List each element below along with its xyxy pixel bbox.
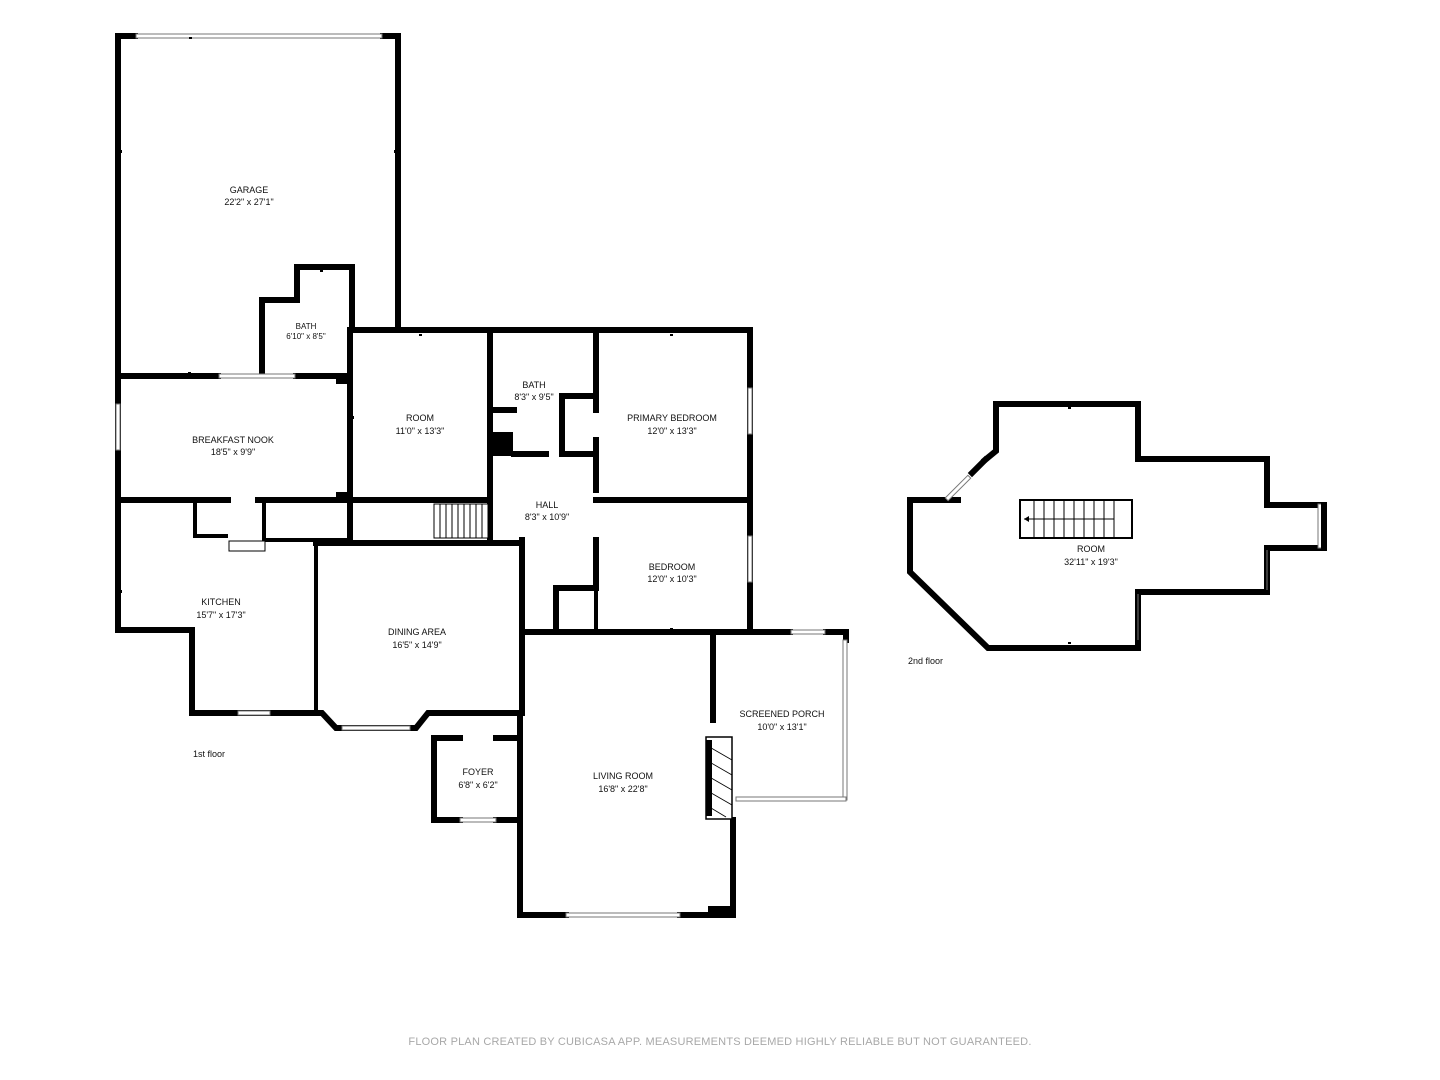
room-name-foyer: FOYER xyxy=(462,767,494,777)
kitchen-window xyxy=(237,710,271,716)
room-dims-primary-bedroom: 12'0" x 13'3" xyxy=(647,426,696,436)
garage-walls xyxy=(115,33,401,716)
room-dims-garage: 22'2" x 27'1" xyxy=(224,197,273,207)
second-floor-walls xyxy=(907,401,1327,651)
room-name-living-room: LIVING ROOM xyxy=(593,771,653,781)
room-dims-kitchen: 15'7" x 17'3" xyxy=(196,610,245,620)
foyer-walls xyxy=(431,735,523,823)
room-dims-hall: 8'3" x 10'9" xyxy=(525,512,569,522)
second-floor-stairs xyxy=(1019,499,1133,539)
porch-screen-right xyxy=(842,639,848,801)
room-name-hall: HALL xyxy=(536,500,559,510)
room-dims-foyer: 6'8" x 6'2" xyxy=(458,780,497,790)
nook-window xyxy=(115,403,121,451)
breakfast-nook-walls xyxy=(115,373,353,552)
bedroom-window xyxy=(747,535,753,583)
kitchen-dining-walls xyxy=(237,541,525,731)
room-dims-room: 11'0" x 13'3" xyxy=(396,426,445,436)
wall-tick-marks xyxy=(120,37,673,634)
room-dims-dining-area: 16'5" x 14'9" xyxy=(392,640,441,650)
porch-screen-bottom xyxy=(735,796,847,802)
foyer-door xyxy=(459,817,497,823)
room-dims-bath: 8'3" x 9'5" xyxy=(514,392,553,402)
room-name-primary-bedroom: PRIMARY BEDROOM xyxy=(627,413,717,423)
primary-bedroom-window xyxy=(747,387,753,435)
room-dims-garage-bath: 6'10" x 8'5" xyxy=(286,332,326,341)
room-dims-living-room: 16'8" x 22'8" xyxy=(598,784,647,794)
room-name-breakfast-nook: BREAKFAST NOOK xyxy=(192,435,274,445)
living-room-window xyxy=(565,912,681,918)
room-name-kitchen: KITCHEN xyxy=(201,597,241,607)
stairs-down xyxy=(433,503,489,539)
floor-label-2nd: 2nd floor xyxy=(908,656,943,666)
main-house-walls xyxy=(313,327,753,635)
room-name-dining-area: DINING AREA xyxy=(388,627,446,637)
room-dims-breakfast-nook: 18'5" x 9'9" xyxy=(211,447,255,457)
second-floor-labels: ROOM 32'11" x 19'3" 2nd floor xyxy=(908,544,1118,666)
garage-bath-walls xyxy=(259,264,355,377)
second-floor-plan: ROOM 32'11" x 19'3" 2nd floor xyxy=(907,401,1327,666)
porch-door xyxy=(790,629,826,635)
room-name-screened-porch: SCREENED PORCH xyxy=(739,709,824,719)
nook-door xyxy=(218,373,296,379)
kitchen-step xyxy=(228,540,266,552)
room-dims-bedroom: 12'0" x 10'3" xyxy=(647,574,696,584)
dining-bay-window xyxy=(341,725,411,731)
second-floor-window-left xyxy=(944,474,972,502)
footer-disclaimer: FLOOR PLAN CREATED BY CUBICASA APP. MEAS… xyxy=(408,1036,1032,1048)
room-name-room: ROOM xyxy=(406,413,434,423)
room-name-second-floor-room: ROOM xyxy=(1077,544,1105,554)
room-dims-second-floor-room: 32'11" x 19'3" xyxy=(1064,557,1118,567)
room-dims-screened-porch: 10'0" x 13'1" xyxy=(757,722,806,732)
first-floor-plan: GARAGE 22'2" x 27'1" BATH 6'10" x 8'5" B… xyxy=(115,33,849,918)
screened-porch-walls xyxy=(710,629,849,802)
garage-door xyxy=(135,33,383,39)
room-name-bedroom: BEDROOM xyxy=(649,562,696,572)
first-floor-labels: GARAGE 22'2" x 27'1" BATH 6'10" x 8'5" B… xyxy=(192,185,824,794)
room-name-garage-bath: BATH xyxy=(296,322,317,331)
floor-label-1st: 1st floor xyxy=(193,749,225,759)
living-room-walls xyxy=(517,629,736,918)
room-name-garage: GARAGE xyxy=(230,185,269,195)
room-name-bath: BATH xyxy=(522,380,545,390)
